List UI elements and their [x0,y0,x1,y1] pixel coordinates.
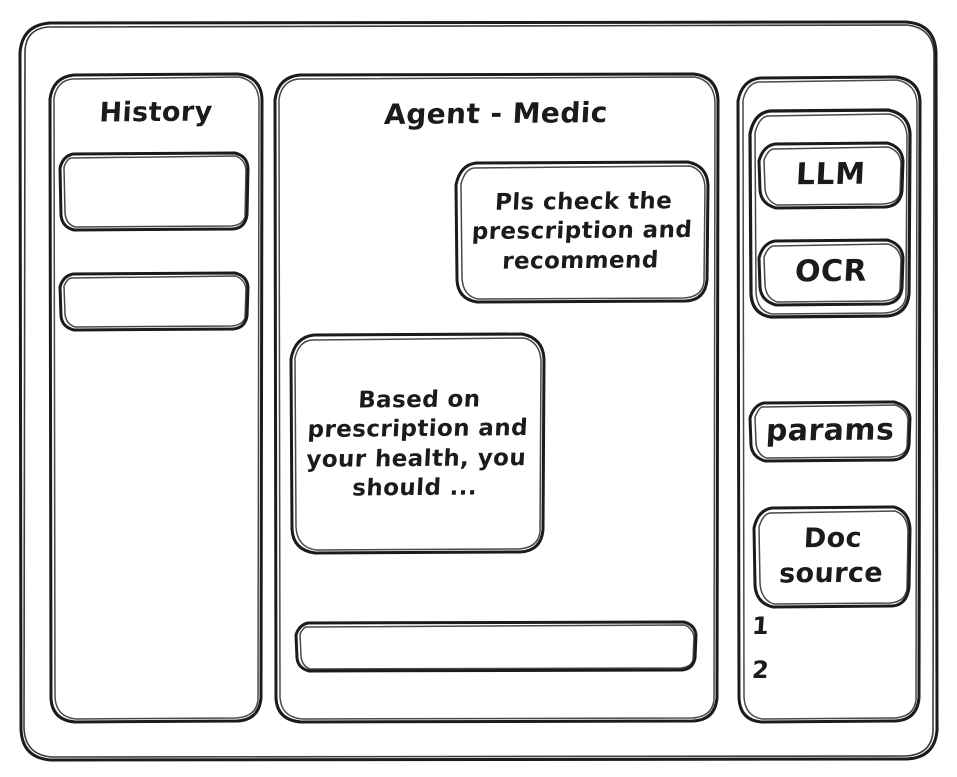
doc-source-card-label: Doc source [778,523,884,590]
history-item[interactable] [58,151,250,232]
chat-message-text: Pls check the prescription and recommend [471,188,693,275]
llm-card[interactable]: LLM [757,141,905,210]
history-panel-title: History [98,96,214,129]
agent-title: Agent - Medic [383,96,609,131]
chat-message-user: Pls check the prescription and recommend [454,160,710,305]
chat-message-text: Based on prescription and your health, y… [305,386,529,502]
chat-message-assistant: Based on prescription and your health, y… [288,332,546,558]
doc-source-list-item[interactable]: 2 [751,656,770,684]
doc-source-card[interactable]: Doc source [752,505,912,609]
doc-source-list: 1 2 [751,612,832,700]
ocr-card[interactable]: OCR [757,238,905,307]
message-input[interactable] [294,620,698,673]
history-item[interactable] [58,271,250,332]
ocr-card-label: OCR [794,253,868,290]
doc-source-list-item[interactable]: 1 [751,612,770,640]
params-card[interactable]: params [748,400,912,463]
llm-card-label: LLM [795,156,867,193]
params-card-label: params [764,412,896,449]
